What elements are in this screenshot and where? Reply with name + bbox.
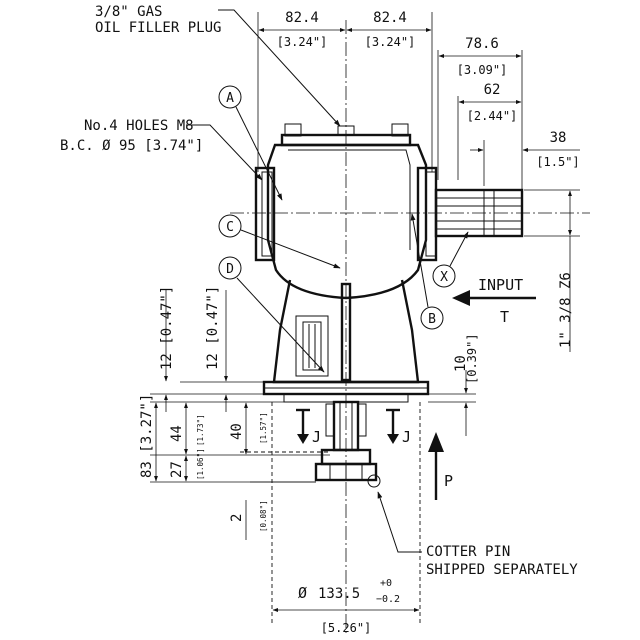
callout-c: C	[218, 214, 341, 269]
input-t-label: T	[500, 308, 509, 326]
dim-44: 44	[169, 425, 185, 442]
dim-input-shaft-lengths	[437, 50, 580, 190]
dim-left-verticals	[150, 290, 330, 540]
output-arrow	[428, 432, 444, 500]
holes-leader	[186, 124, 263, 181]
dim-62: 62	[484, 82, 501, 98]
output-shaft	[314, 400, 381, 488]
section-j-right: J	[402, 428, 411, 446]
dim-10-label: 10	[453, 355, 469, 372]
holes-line1: No.4 HOLES M8	[84, 118, 194, 134]
dim-left-half: 82.4	[285, 10, 319, 26]
callout-b: B	[410, 213, 444, 330]
section-mark-left	[296, 408, 310, 444]
svg-text:B: B	[428, 312, 436, 327]
dim-62-in: [2.44"]	[467, 109, 518, 123]
dim-40: 40	[229, 423, 245, 440]
gearbox-housing	[254, 123, 438, 403]
callout-x: X	[432, 231, 469, 288]
dim-44-in: [1.73"]	[196, 414, 205, 446]
dim-38-in: [1.5"]	[536, 155, 579, 169]
dim-dia-tol-lower: −0.2	[376, 594, 400, 605]
svg-text:D: D	[226, 262, 234, 277]
dim-spline	[524, 189, 580, 352]
dim-78: 78.6	[465, 36, 499, 52]
dim-2: 2	[229, 514, 245, 522]
dim-dia-in: [5.26"]	[321, 621, 372, 635]
dim-dia-tol-upper: +0	[380, 578, 392, 589]
dim-dia-symbol: Ø	[298, 584, 307, 602]
svg-text:X: X	[440, 270, 448, 285]
dim-83: 83 [3.27"]	[139, 394, 155, 478]
dim-right-half-in: [3.24"]	[365, 35, 416, 49]
oil-plug-line1: 3/8" GAS	[95, 4, 162, 20]
dim-78-in: [3.09"]	[457, 63, 508, 77]
dim-left-half-in: [3.24"]	[277, 35, 328, 49]
dim-dia-value: 133.5	[318, 586, 360, 602]
dim-27-in: [1.06"]	[196, 448, 205, 480]
cotter-leader	[377, 491, 422, 553]
oil-plug-leader	[218, 9, 341, 127]
dim-right-half: 82.4	[373, 10, 407, 26]
output-p-label: P	[444, 472, 453, 490]
dim-10-in: [0.39"]	[465, 333, 479, 384]
svg-text:C: C	[226, 220, 234, 235]
cotter-line2: SHIPPED SEPARATELY	[426, 562, 578, 578]
dim-width-top	[257, 12, 433, 172]
dim-2-in: [0.08"]	[259, 500, 268, 532]
section-j-left: J	[312, 428, 321, 446]
dim-40-in: [1.57"]	[259, 412, 268, 444]
dim-10	[428, 370, 476, 436]
input-label: INPUT	[478, 276, 523, 294]
input-shaft	[434, 188, 524, 238]
callout-d: D	[218, 256, 325, 373]
input-arrow	[452, 290, 536, 306]
dim-27: 27	[169, 461, 185, 478]
cotter-line1: COTTER PIN	[426, 544, 510, 560]
section-mark-right	[386, 408, 400, 444]
svg-text:A: A	[226, 91, 234, 106]
dim-12-inner: 12 [0.47"]	[205, 286, 221, 370]
dim-38: 38	[550, 130, 567, 146]
oil-plug-line2: OIL FILLER PLUG	[95, 20, 221, 36]
spline-label: 1" 3/8 Z6	[558, 272, 574, 348]
dim-12-outer: 12 [0.47"]	[159, 286, 175, 370]
callout-a: A	[218, 85, 283, 201]
holes-line2: B.C. Ø 95 [3.74"]	[60, 138, 203, 154]
